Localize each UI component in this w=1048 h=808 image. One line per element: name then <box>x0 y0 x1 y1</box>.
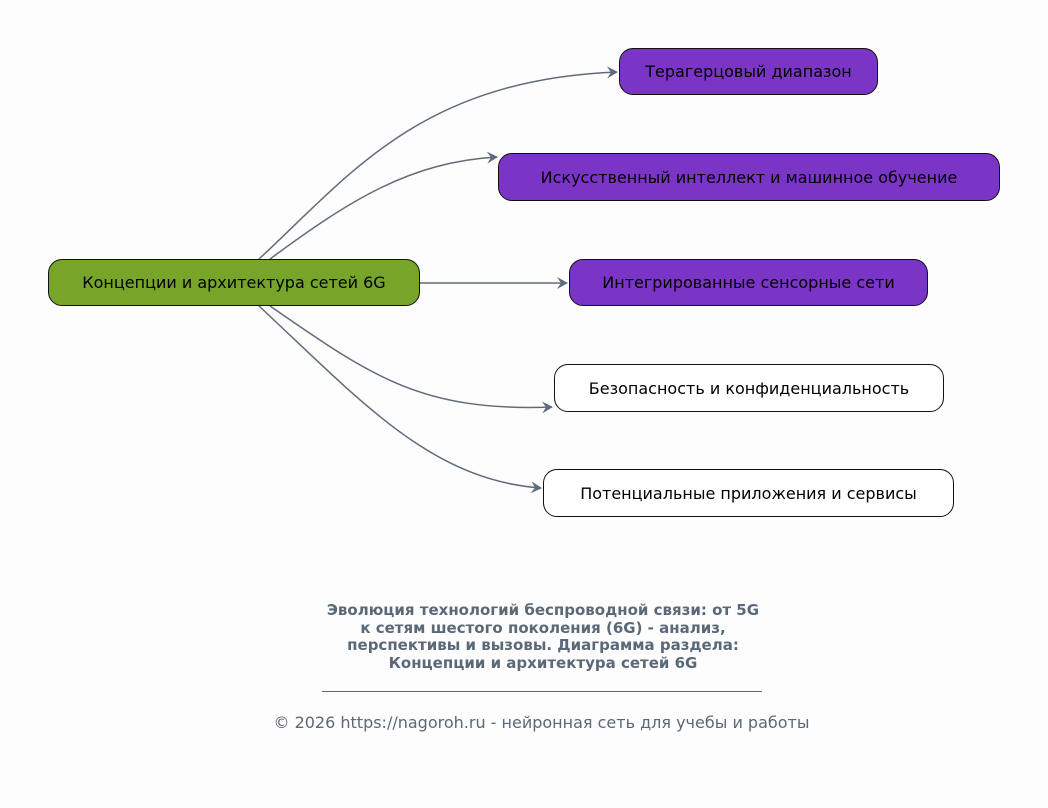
edge-to-ai-ml <box>269 151 498 260</box>
node-ai-ml[interactable]: Искусственный интеллект и машинное обуче… <box>498 153 1000 201</box>
caption-divider <box>322 691 762 692</box>
root-node[interactable]: Концепции и архитектура сетей 6G <box>48 259 420 306</box>
caption-line: перспективы и вызовы. Диаграмма раздела: <box>347 636 739 654</box>
node-label: Искусственный интеллект и машинное обуче… <box>540 167 958 187</box>
node-terahertz[interactable]: Терагерцовый диапазон <box>619 48 878 95</box>
node-label: Потенциальные приложения и сервисы <box>580 483 917 503</box>
node-label: Терагерцовый диапазон <box>645 62 852 81</box>
node-label: Интегрированные сенсорные сети <box>602 273 895 292</box>
caption-line: Эволюция технологий беспроводной связи: … <box>326 601 760 619</box>
node-security[interactable]: Безопасность и конфиденциальность <box>554 364 944 412</box>
diagram-caption: Эволюция технологий беспроводной связи: … <box>243 601 843 672</box>
node-label: Безопасность и конфиденциальность <box>588 378 910 398</box>
caption-line: Концепции и архитектура сетей 6G <box>388 653 698 672</box>
node-sensor-networks[interactable]: Интегрированные сенсорные сети <box>569 259 928 306</box>
edge-to-security <box>269 305 553 414</box>
root-node-label: Концепции и архитектура сетей 6G <box>82 273 386 292</box>
copyright-footer: © 2026 https://nagoroh.ru - нейронная се… <box>273 713 810 732</box>
edge-to-terahertz <box>258 66 618 260</box>
node-applications[interactable]: Потенциальные приложения и сервисы <box>543 469 954 517</box>
edge-to-applications <box>258 305 542 494</box>
caption-line: к сетям шестого поколения (6G) - анализ, <box>360 618 726 637</box>
